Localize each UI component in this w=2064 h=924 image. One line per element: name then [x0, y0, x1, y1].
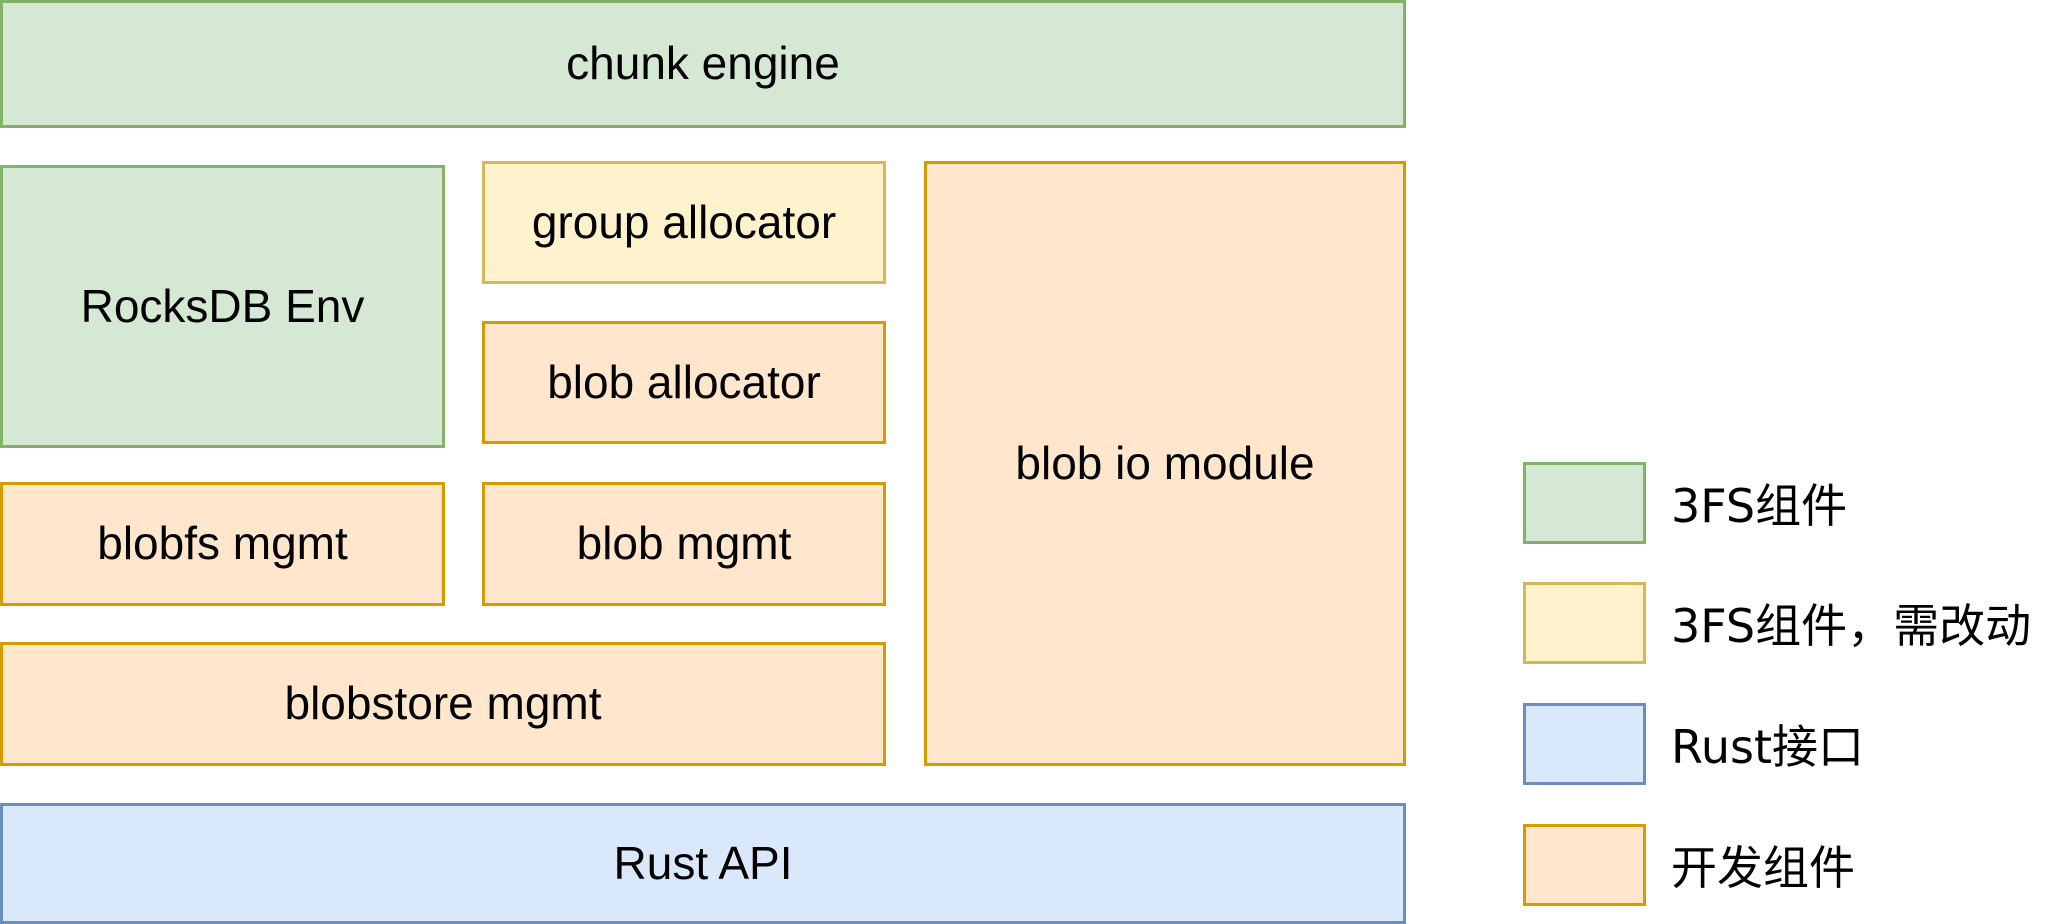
legend-swatch-dev-component — [1523, 824, 1646, 906]
group-allocator-label: group allocator — [531, 195, 837, 248]
blob-io-module-box: blob io module — [924, 161, 1406, 766]
legend-label-rust-interface: Rust接口 — [1671, 720, 1865, 774]
blob-allocator-label: blob allocator — [547, 355, 821, 408]
legend-label-3fs-component: 3FS组件 — [1671, 479, 1848, 533]
legend-label-dev-component: 开发组件 — [1671, 841, 1855, 895]
blob-mgmt-label: blob mgmt — [576, 517, 792, 570]
blobfs-mgmt-box: blobfs mgmt — [0, 482, 445, 606]
blobstore-mgmt-box: blobstore mgmt — [0, 642, 886, 766]
legend-label-3fs-component-modified: 3FS组件，需改动 — [1671, 599, 2032, 653]
rocksdb-env-label: RocksDB Env — [80, 279, 365, 332]
legend-swatch-3fs-component-modified — [1523, 582, 1646, 664]
chunk-engine-label: chunk engine — [566, 37, 840, 90]
blobfs-mgmt-label: blobfs mgmt — [97, 517, 348, 570]
rocksdb-env-box: RocksDB Env — [0, 165, 445, 448]
chunk-engine-box: chunk engine — [0, 0, 1406, 128]
blob-mgmt-box: blob mgmt — [482, 482, 886, 606]
legend-swatch-3fs-component — [1523, 462, 1646, 544]
blob-io-module-label: blob io module — [1015, 436, 1315, 489]
blobstore-mgmt-label: blobstore mgmt — [284, 677, 602, 730]
rust-api-box: Rust API — [0, 803, 1406, 924]
group-allocator-box: group allocator — [482, 161, 886, 284]
legend-swatch-rust-interface — [1523, 703, 1646, 785]
rust-api-label: Rust API — [613, 836, 793, 889]
blob-allocator-box: blob allocator — [482, 321, 886, 444]
